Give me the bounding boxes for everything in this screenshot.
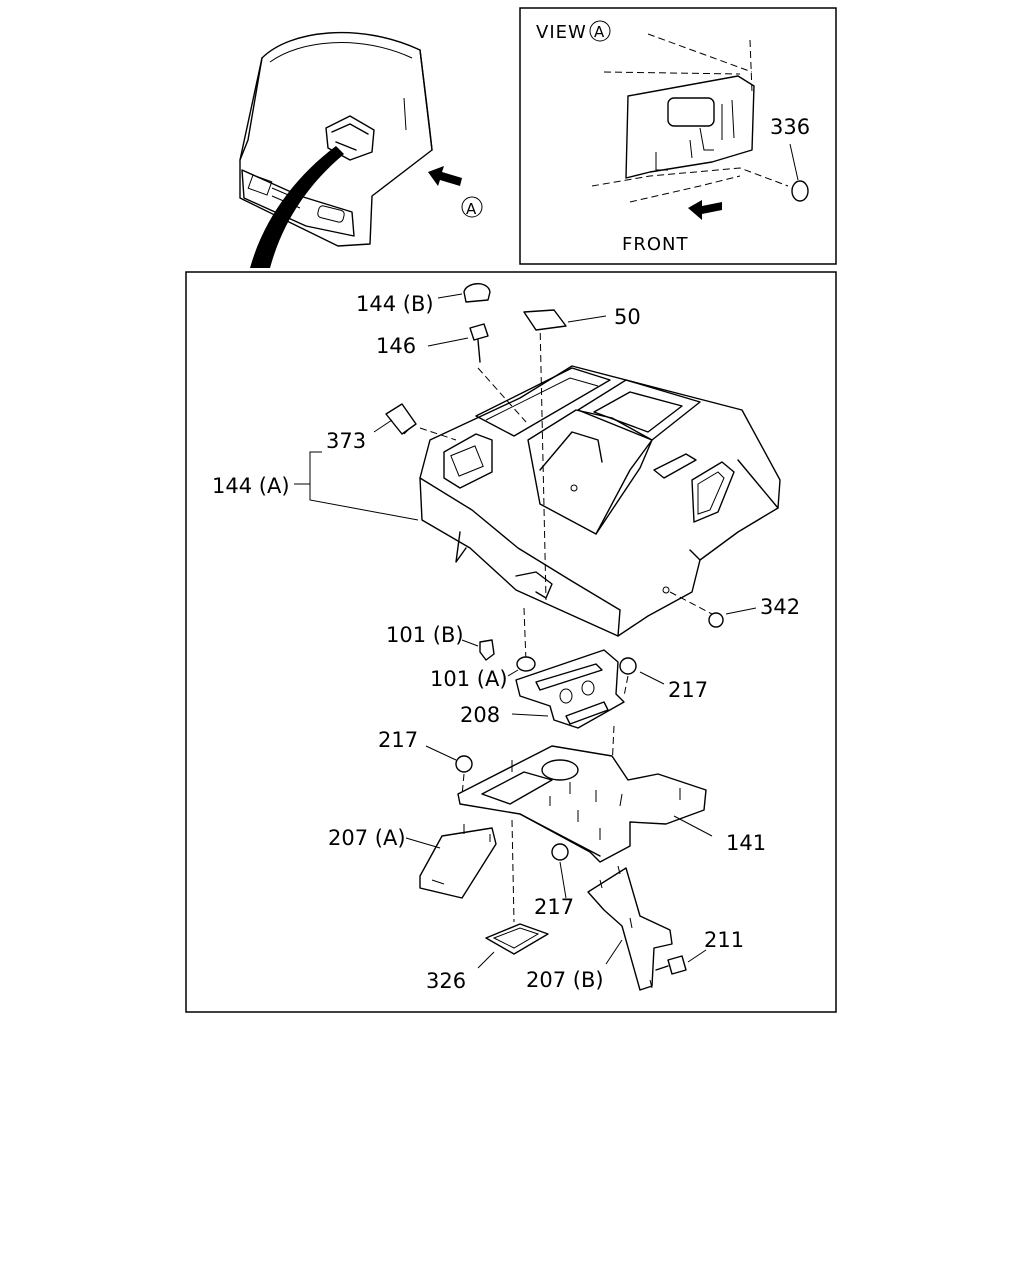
cap-144b: [437, 283, 491, 303]
nut-217-b: [425, 745, 473, 773]
view-a-inset: VIEW A FRONT 336: [519, 7, 837, 265]
grommet-101b: [461, 639, 495, 661]
clip-342: [708, 607, 757, 628]
main-frame: [185, 271, 837, 1013]
label-144a: 144 (A): [212, 474, 290, 498]
nut-217-a: [619, 657, 665, 685]
bracket-208: [511, 649, 625, 729]
label-207a: 207 (A): [328, 826, 406, 850]
switch-373: [373, 403, 417, 435]
plate-141: [457, 745, 713, 863]
label-217-a: 217: [668, 678, 708, 702]
nut-217-c: [551, 843, 569, 899]
label-141: 141: [726, 831, 766, 855]
label-217-b: 217: [378, 728, 418, 752]
bracket-207b: [587, 865, 673, 991]
label-208: 208: [460, 703, 500, 727]
label-50: 50: [614, 305, 641, 329]
view-title: VIEW: [536, 22, 587, 43]
label-217-c: 217: [534, 895, 574, 919]
cab-view-marker: A: [466, 200, 477, 218]
label-211: 211: [704, 928, 744, 952]
label-342: 342: [760, 595, 800, 619]
grommet-101a: [507, 656, 536, 677]
cab-overview: A: [239, 31, 483, 268]
gasket-326: [477, 819, 549, 969]
label-144b: 144 (B): [356, 292, 434, 316]
label-373: 373: [326, 429, 366, 453]
bolt-211: [655, 949, 707, 975]
view-marker: A: [594, 23, 605, 41]
strip-50: [523, 309, 607, 331]
label-326: 326: [426, 969, 466, 993]
label-207b: 207 (B): [526, 968, 604, 992]
bracket-207a: [405, 824, 497, 899]
label-101a: 101 (A): [430, 667, 508, 691]
bolt-146: [427, 323, 489, 363]
front-label: FRONT: [622, 234, 689, 255]
engine-cover: [419, 365, 781, 637]
label-101b: 101 (B): [386, 623, 464, 647]
label-146: 146: [376, 334, 416, 358]
label-336: 336: [770, 115, 810, 139]
